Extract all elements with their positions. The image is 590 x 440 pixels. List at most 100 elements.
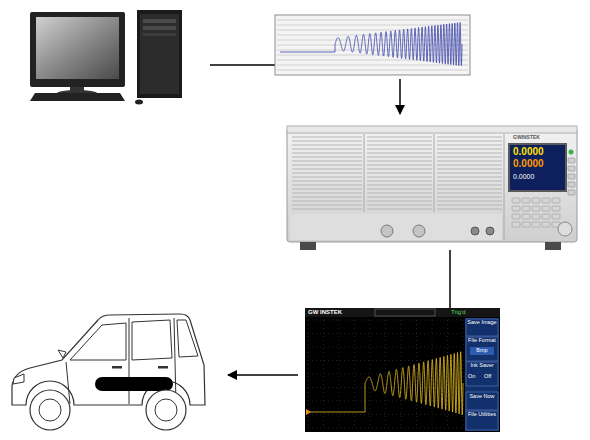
- key: [552, 206, 560, 211]
- grid-line: [277, 35, 468, 36]
- keypad: [512, 198, 560, 227]
- car-window: [177, 320, 198, 357]
- key: [542, 214, 550, 219]
- vent-slot: [367, 149, 432, 150]
- panel-seam: [504, 134, 505, 240]
- vent-slot: [367, 197, 432, 198]
- car: [12, 314, 205, 430]
- side-key: [568, 158, 575, 163]
- chirp-signal: [280, 22, 462, 65]
- vent-slot: [437, 177, 502, 178]
- vent-slot: [292, 153, 362, 154]
- scope-grid-line: [416, 320, 417, 428]
- vent-slot: [367, 181, 432, 182]
- side-key: [568, 174, 575, 179]
- grid-line: [277, 45, 468, 46]
- door-handle: [158, 366, 168, 369]
- key: [532, 222, 540, 227]
- vent-slot: [367, 157, 432, 158]
- node-text: 0.0000: [513, 147, 544, 158]
- panel-seam: [364, 134, 365, 212]
- computer: [30, 10, 182, 105]
- power-led: [569, 150, 574, 155]
- vent-slot: [292, 193, 362, 194]
- vent-slot: [367, 153, 432, 154]
- car-body: [12, 314, 205, 405]
- scope-grid-line: [401, 320, 402, 428]
- node-text: File Utilities: [466, 412, 498, 418]
- vent-slot: [367, 177, 432, 178]
- door-line: [174, 318, 176, 404]
- waveform-grid: [277, 20, 468, 70]
- vent-slot: [367, 169, 432, 170]
- knob: [381, 225, 393, 237]
- display-screen: [510, 145, 565, 190]
- softkey-box: [466, 392, 498, 410]
- drive-bay: [143, 33, 176, 36]
- option-box: [470, 347, 494, 355]
- vent-slot: [437, 197, 502, 198]
- key: [532, 214, 540, 219]
- door-stripe: [95, 377, 173, 391]
- mouse: [135, 100, 143, 105]
- grid-line: [277, 65, 468, 66]
- vent-slot: [367, 205, 432, 206]
- grid-line: [277, 25, 468, 26]
- tower-front: [140, 14, 179, 94]
- vent-slot: [292, 137, 362, 138]
- vent-slot: [367, 209, 432, 210]
- vent-slot: [367, 137, 432, 138]
- vent-slot: [367, 165, 432, 166]
- flow-arrow: [228, 374, 298, 376]
- softkey-column: [465, 318, 499, 431]
- electronic-load: GWINSTEK0.00000.00000.0000: [285, 125, 580, 250]
- wheel-hub: [155, 399, 177, 421]
- key: [522, 206, 530, 211]
- side-key: [568, 182, 575, 187]
- node-text: Trig'd: [451, 309, 466, 315]
- vent-slot: [367, 141, 432, 142]
- scope-status-box: [375, 309, 435, 316]
- door-handle: [112, 366, 122, 369]
- key: [512, 222, 520, 227]
- foot: [545, 242, 561, 250]
- vent-slot: [292, 173, 362, 174]
- vent-slot: [367, 201, 432, 202]
- door-line: [66, 362, 70, 404]
- vent-slot: [437, 157, 502, 158]
- vent-slot: [437, 141, 502, 142]
- vent-slot: [437, 145, 502, 146]
- wheel: [30, 390, 70, 430]
- scope-trace: [310, 352, 463, 415]
- side-key: [568, 166, 575, 171]
- load-case: [287, 128, 577, 242]
- vent-slot: [437, 161, 502, 162]
- node-text: File Format: [466, 338, 498, 344]
- load-top: [287, 126, 577, 133]
- scope-top-bar: [305, 308, 500, 317]
- vent-slot: [292, 141, 362, 142]
- side-key: [568, 190, 575, 195]
- rotary-knob: [558, 222, 572, 236]
- drive-bay: [143, 19, 176, 23]
- grid-line: [277, 30, 468, 31]
- ground-marker: [306, 409, 311, 415]
- key: [512, 206, 520, 211]
- key: [542, 206, 550, 211]
- vent-slot: [437, 209, 502, 210]
- tower-case: [137, 10, 182, 98]
- key: [552, 214, 560, 219]
- door-line: [129, 318, 130, 404]
- vent-slot: [367, 193, 432, 194]
- vent-slot: [367, 145, 432, 146]
- scope-grid-line: [385, 320, 386, 428]
- lower-panel: [290, 214, 502, 240]
- vent-slot: [292, 209, 362, 210]
- foot: [300, 242, 316, 250]
- node-text: Save Image: [466, 320, 498, 326]
- vent-slot: [437, 193, 502, 194]
- car-window: [70, 323, 126, 360]
- vent-slot: [292, 161, 362, 162]
- keyboard: [30, 93, 125, 101]
